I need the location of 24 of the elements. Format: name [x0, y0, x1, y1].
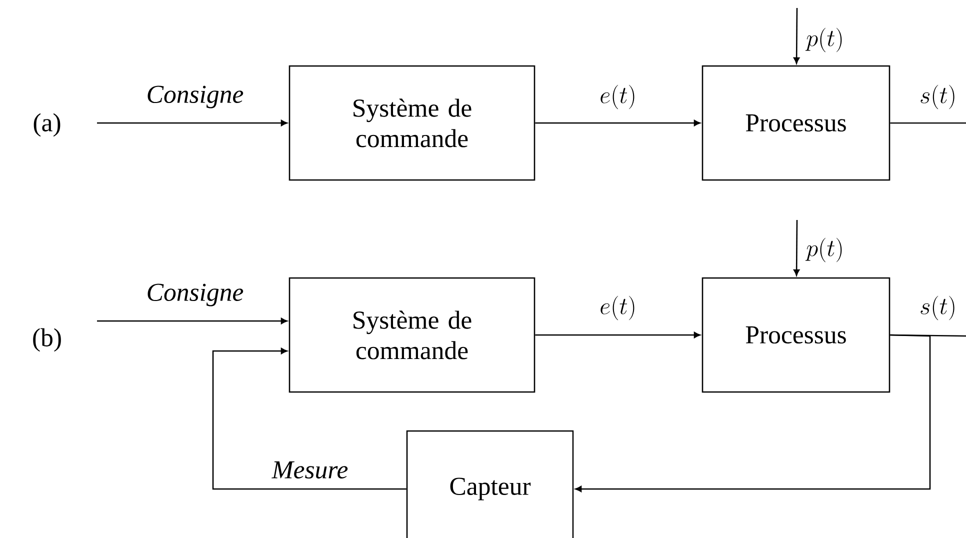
arrow — [535, 120, 700, 126]
arrow — [575, 334, 931, 492]
arrow — [97, 318, 288, 324]
arrow — [212, 348, 406, 490]
process-box: Processus — [702, 277, 890, 393]
edge-label: $e(t)$ — [600, 84, 634, 110]
panel-label: (b) — [33, 328, 61, 352]
process-box: Système de commande — [288, 65, 536, 181]
process-box: Système de commande — [288, 277, 536, 393]
arrow — [794, 8, 800, 64]
edge-label: $p(t)$ — [805, 28, 842, 52]
arrow — [97, 120, 288, 126]
edge-label: Consigne — [148, 86, 244, 108]
edge-label: $e(t)$ — [600, 296, 634, 320]
arrow — [794, 220, 800, 276]
edge-label: $p(t)$ — [805, 238, 842, 262]
edge-label: $s(t)$ — [920, 84, 954, 110]
edge-label: Mesure — [272, 461, 348, 479]
arrow — [535, 332, 700, 338]
panel-label: (a) — [34, 113, 60, 137]
edge-label: Consigne — [148, 284, 244, 306]
process-box: Capteur — [406, 430, 574, 538]
process-box: Processus — [702, 65, 890, 181]
edge-label: $s(t)$ — [920, 296, 954, 320]
